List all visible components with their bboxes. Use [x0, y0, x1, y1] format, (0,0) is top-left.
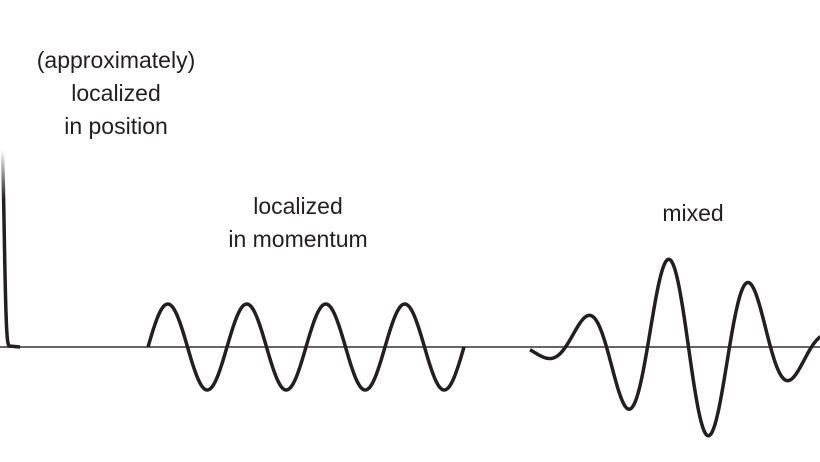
mixed-wave: [529, 257, 820, 438]
momentum-label-line-2: in momentum: [228, 226, 368, 252]
position-label-line-2: localized: [71, 80, 161, 106]
position-label-line-1: (approximately): [36, 47, 196, 73]
momentum-localized-wave: [146, 302, 466, 392]
mixed-label: mixed: [662, 200, 724, 226]
position-localized-wave: [0, 149, 21, 349]
position-label-line-3: in position: [64, 113, 168, 139]
momentum-label-line-1: localized: [253, 193, 343, 219]
position-label: (approximately) localized in position: [37, 44, 196, 143]
momentum-label: localized in momentum: [228, 190, 367, 256]
